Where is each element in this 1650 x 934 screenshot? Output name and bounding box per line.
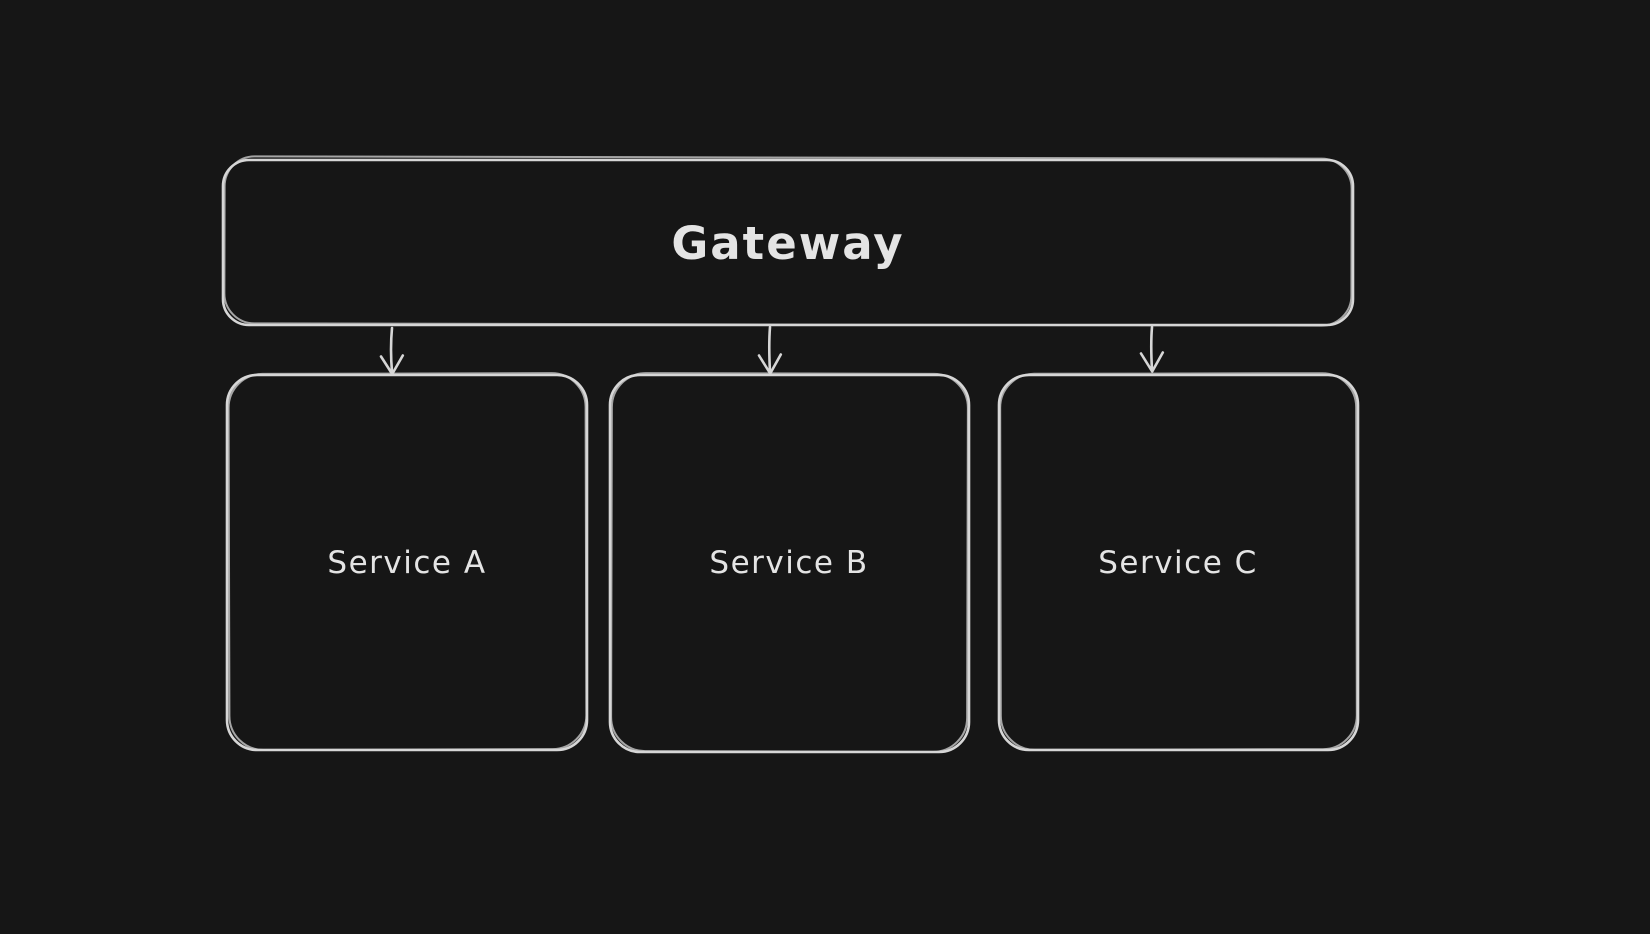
node-service-c-border-overdraw: [999, 372, 1358, 751]
node-service-c-label: Service C: [1098, 545, 1258, 581]
edge-line: [389, 326, 394, 374]
node-gateway-border-overdraw: [223, 155, 1353, 327]
node-service-a-label: Service A: [327, 545, 486, 581]
node-gateway[interactable]: Gateway: [221, 155, 1355, 327]
edge-gateway-to-service-c[interactable]: [1139, 325, 1165, 373]
edge-line: [1149, 325, 1154, 372]
edge-line: [767, 325, 772, 374]
edge-gateway-to-service-a[interactable]: [379, 326, 405, 376]
node-service-c[interactable]: Service C: [997, 372, 1360, 752]
arrowhead-down-icon: [1139, 351, 1165, 373]
arrowhead-down-icon: [757, 353, 783, 375]
edge-gateway-to-service-b[interactable]: [757, 325, 783, 375]
node-service-a[interactable]: Service A: [225, 372, 589, 752]
node-service-b[interactable]: Service B: [608, 372, 971, 754]
node-service-a-border-overdraw: [227, 372, 588, 751]
node-service-b-label: Service B: [709, 545, 868, 581]
arrowhead-down-icon: [379, 354, 405, 376]
node-gateway-label: Gateway: [671, 217, 904, 270]
node-service-b-border-overdraw: [610, 372, 969, 753]
